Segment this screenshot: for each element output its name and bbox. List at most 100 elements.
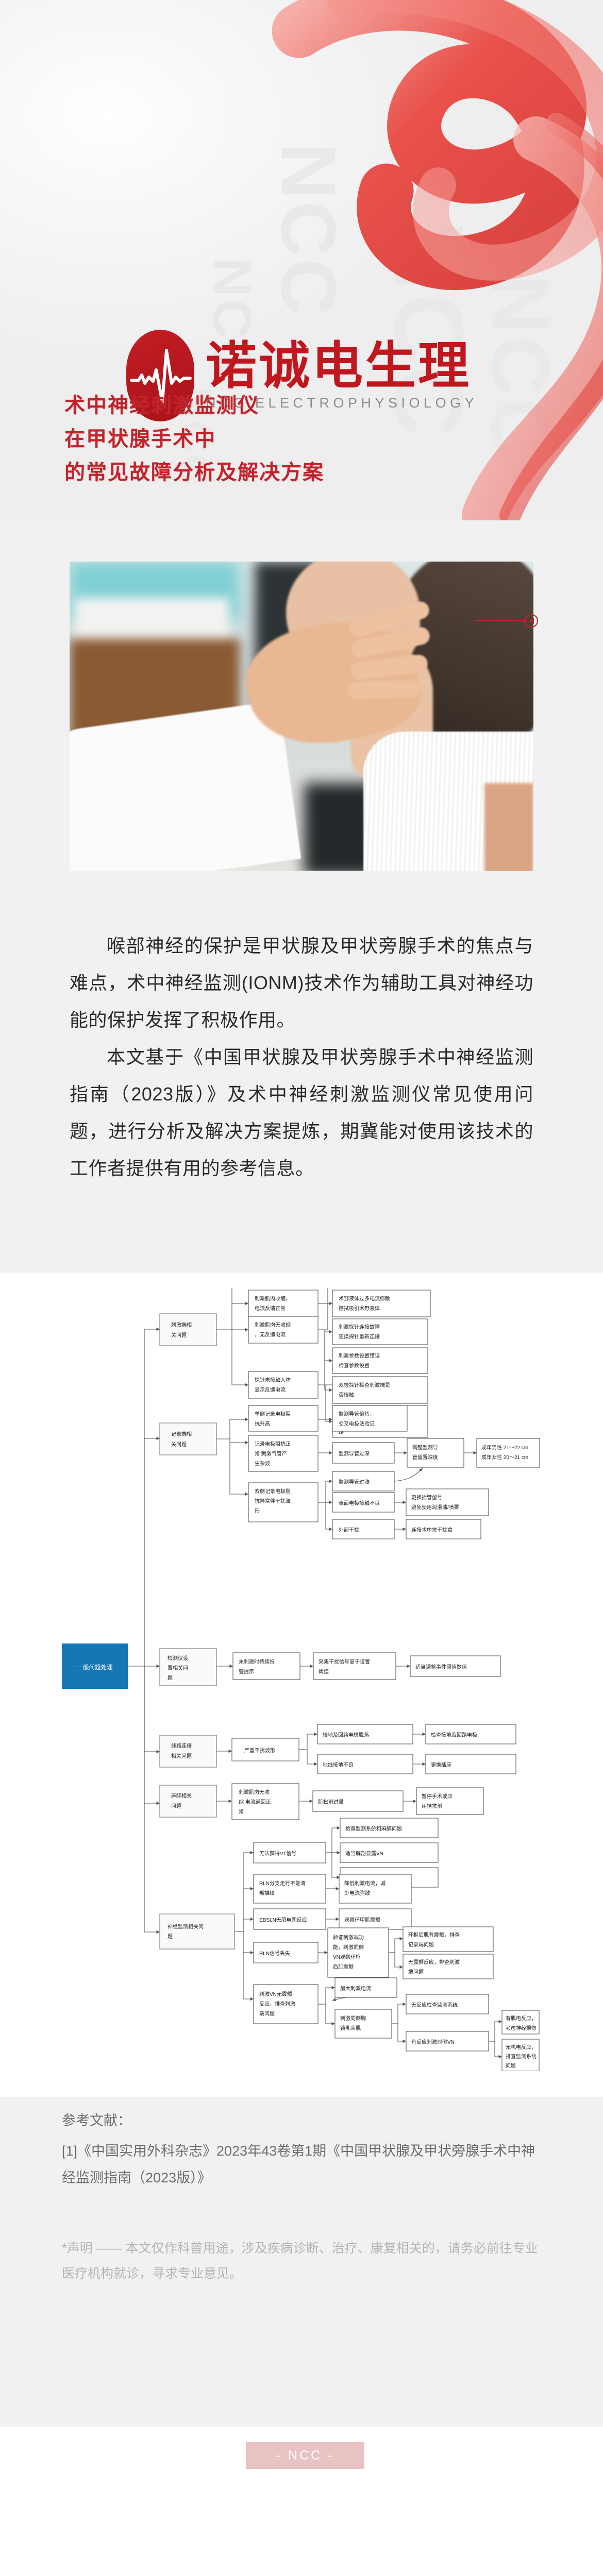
svg-text:适当调整事件阈值数值: 适当调整事件阈值数值 [415, 1664, 467, 1670]
brand-name-cn: 诺诚电生理 [206, 337, 471, 394]
hero-photo [70, 562, 533, 871]
svg-text:抗升高: 抗升高 [255, 1420, 270, 1427]
svg-text:否接触: 否接触 [339, 1392, 354, 1398]
svg-text:加大刺激电流: 加大刺激电流 [340, 1985, 371, 1992]
svg-text:线路连接: 线路连接 [171, 1742, 192, 1749]
decoration-bar [474, 620, 526, 621]
svg-text:降低刺激电流，减: 降低刺激电流，减 [344, 1880, 386, 1887]
svg-text:接地及回路电极脱落: 接地及回路电极脱落 [323, 1732, 369, 1738]
svg-text:擦拭吸引术野液体: 擦拭吸引术野液体 [339, 1305, 380, 1312]
svg-text:有反应刺激对侧VN: 有反应刺激对侧VN [411, 2039, 455, 2045]
svg-text:未刺激时持续报: 未刺激时持续报 [239, 1658, 275, 1665]
svg-text:刺激参数设置错误: 刺激参数设置错误 [339, 1352, 380, 1359]
watermark-ncc: NCC [265, 143, 352, 317]
reference-item: [1]《中国实用外科杂志》2023年43卷第1期《中国甲状腺及甲状旁腺手术中神经… [62, 2143, 535, 2186]
svg-text:电流反馈正常: 电流反馈正常 [255, 1305, 286, 1312]
svg-text:端问题: 端问题 [408, 1969, 424, 1975]
svg-text:后肌震颤: 后肌震颤 [333, 1963, 354, 1970]
title-line-2: 在甲状腺手术中 [64, 428, 216, 451]
title-line-3: 的常见故障分析及解决方案 [64, 461, 324, 484]
svg-text:生杂波: 生杂波 [255, 1460, 270, 1467]
svg-text:交叉电极法验证: 交叉电极法验证 [339, 1420, 375, 1427]
svg-text:反应，排查刺激: 反应，排查刺激 [259, 2001, 295, 2007]
svg-text:地线接地不良: 地线接地不良 [323, 1761, 354, 1768]
svg-text:端问题: 端问题 [259, 2010, 275, 2017]
heartbeat-waveform-icon [126, 330, 194, 421]
svg-text:更换探针重新连接: 更换探针重新连接 [339, 1333, 380, 1340]
svg-text:，无反馈电流: ，无反馈电流 [255, 1331, 286, 1338]
svg-text:显示反馈电流: 显示反馈电流 [255, 1386, 286, 1393]
svg-text:监测导管过浅: 监测导管过浅 [339, 1479, 370, 1485]
svg-text:问题: 问题 [506, 2062, 516, 2069]
svg-text:避免使用润滑油/喷雾: 避免使用润滑油/喷雾 [411, 1504, 459, 1511]
svg-text:监测导管偏转，: 监测导管偏转， [339, 1411, 375, 1417]
svg-text:双极探针检查刺激端是: 双极探针检查刺激端是 [339, 1382, 390, 1388]
svg-text:记录端问题: 记录端问题 [408, 1941, 434, 1948]
svg-text:麻醉相关: 麻醉相关 [171, 1792, 192, 1799]
svg-text:管留置深度: 管留置深度 [412, 1454, 438, 1461]
svg-text:暂停手术或应: 暂停手术或应 [422, 1793, 453, 1800]
svg-text:VN观察环枢: VN观察环枢 [333, 1954, 361, 1960]
svg-text:成年男性 21～22 cm: 成年男性 21～22 cm [481, 1444, 528, 1451]
intro-paragraph-1: 喉部神经的保护是甲状腺及甲状旁腺手术的焦点与难点，术中神经监测(IONM)技术作… [70, 935, 533, 1030]
svg-text:有肌电反应，: 有肌电反应， [506, 2015, 537, 2022]
svg-text:刺激肌肉无收: 刺激肌肉无收 [239, 1789, 270, 1795]
svg-text:无机电反应，: 无机电反应， [506, 2044, 537, 2050]
mindmap-diagram: .bx { fill:#fafafa; stroke:#6f6f6f; stro… [62, 1288, 541, 2071]
svg-text:更换插座: 更换插座 [431, 1761, 451, 1768]
svg-text:刺激VN无震颤: 刺激VN无震颤 [259, 1991, 292, 1997]
svg-text:一般问题处理: 一般问题处理 [77, 1664, 113, 1671]
svg-text:题: 题 [167, 1934, 173, 1940]
svg-text:少电流弥散: 少电流弥散 [344, 1890, 370, 1896]
svg-text:路: 路 [339, 1429, 344, 1435]
svg-text:适当解剖显露VN: 适当解剖显露VN [345, 1850, 383, 1857]
svg-text:相关问题: 相关问题 [171, 1753, 192, 1759]
references-heading: 参考文献： [62, 2113, 131, 2128]
svg-text:晰描绘: 晰描绘 [259, 1890, 275, 1896]
svg-text:无法获得V1信号: 无法获得V1信号 [259, 1850, 296, 1857]
page-title: 术中神经刺激监测仪 在甲状腺手术中 的常见故障分析及解决方案 [64, 389, 324, 490]
svg-text:常: 常 [239, 1808, 244, 1815]
svg-text:调整监测导: 调整监测导 [412, 1444, 438, 1451]
svg-text:考虑神经损伤: 考虑神经损伤 [506, 2025, 537, 2031]
svg-text:神经监测相关问: 神经监测相关问 [167, 1923, 204, 1930]
svg-text:题: 题 [167, 1675, 173, 1681]
disclaimer-text: *声明 —— 本文仅作科普用途，涉及疾病诊断、治疗、康复相关的，请务必前往专业医… [62, 2241, 538, 2281]
references-section-background [0, 2097, 603, 2427]
svg-text:警提示: 警提示 [239, 1668, 254, 1675]
svg-text:双侧记录电极阻: 双侧记录电极阻 [255, 1488, 291, 1495]
svg-text:成年女性 20～21 cm: 成年女性 20～21 cm [481, 1454, 528, 1461]
svg-text:单侧记录电极阻: 单侧记录电极阻 [255, 1411, 291, 1417]
svg-text:检查监测系统和麻醉问题: 检查监测系统和麻醉问题 [345, 1825, 402, 1832]
svg-text:用拮抗剂: 用拮抗剂 [422, 1803, 442, 1809]
svg-text:刺激肌肉收缩，: 刺激肌肉收缩， [255, 1295, 291, 1302]
ncc-divider-tag: - NCC - [246, 2442, 364, 2469]
svg-text:环枢后肌有震颤，排查: 环枢后肌有震颤，排查 [408, 1931, 460, 1938]
watermark-ncc: NCC [474, 274, 567, 460]
svg-text:关问题: 关问题 [171, 1332, 187, 1338]
svg-text:刺激探针连接故障: 刺激探针连接故障 [339, 1324, 380, 1330]
svg-text:探针未接触人体: 探针未接触人体 [255, 1377, 291, 1383]
svg-text:抗异常伴干扰波: 抗异常伴干扰波 [255, 1498, 291, 1504]
svg-text:能，刺激同侧: 能，刺激同侧 [333, 1944, 364, 1951]
svg-text:刺激肌肉无收缩: 刺激肌肉无收缩 [255, 1321, 291, 1328]
svg-text:检测仪设: 检测仪设 [167, 1655, 188, 1662]
svg-text:刺激同侧胸: 刺激同侧胸 [340, 2015, 366, 2022]
brand-logo: 诺诚电生理 NCC ELECTROPHYSIOLOGY [126, 330, 478, 421]
svg-text:置相关问: 置相关问 [167, 1665, 188, 1671]
svg-text:连接术中抗干扰盒: 连接术中抗干扰盒 [411, 1527, 453, 1533]
svg-text:表面电极接触不良: 表面电极接触不良 [339, 1500, 380, 1506]
play-circle-icon [525, 614, 538, 628]
svg-text:关问题: 关问题 [171, 1441, 187, 1448]
svg-text:验证刺激端功: 验证刺激端功 [333, 1934, 364, 1941]
svg-text:检查接地及回路电极: 检查接地及回路电极 [431, 1732, 477, 1738]
svg-text:问题: 问题 [171, 1803, 181, 1809]
svg-text:排查监测系统: 排查监测系统 [506, 2053, 537, 2060]
svg-text:更换插管型号: 更换插管型号 [411, 1494, 442, 1501]
svg-text:肌松剂过量: 肌松剂过量 [318, 1799, 344, 1805]
svg-text:记录端相: 记录端相 [171, 1431, 192, 1437]
intro-paragraph-2: 本文基于《中国甲状腺及甲状旁腺手术中神经监测指南（2023版）》及术中神经刺激监… [70, 1046, 533, 1179]
title-arrow-decoration [474, 614, 538, 628]
svg-text:采集干扰信号高于设置: 采集干扰信号高于设置 [319, 1658, 370, 1665]
svg-text:阈值: 阈值 [319, 1668, 329, 1675]
